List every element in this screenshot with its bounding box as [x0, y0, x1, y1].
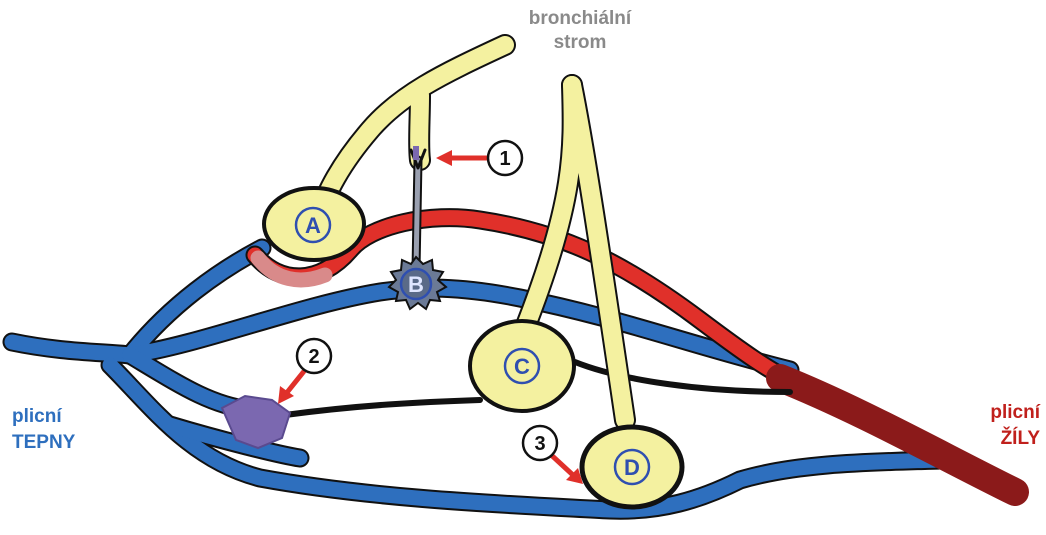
veins-label-line1: plicní: [990, 402, 1040, 423]
alveolus-d: D: [582, 427, 682, 507]
arteries-label-line2: TEPNY: [12, 432, 76, 453]
alveolus-a-label: A: [305, 213, 321, 238]
marker-3-label: 3: [534, 433, 545, 455]
marker-2-label: 2: [308, 346, 319, 368]
marker-1: 1: [436, 141, 522, 175]
alveolus-c: C: [470, 321, 574, 411]
alveolus-a: A: [264, 188, 364, 260]
alveolus-d-label: D: [624, 455, 640, 480]
alveolus-b: B: [389, 257, 446, 309]
bronchial-label-line1: bronchiální: [529, 8, 632, 29]
marker-1-label: 1: [499, 148, 510, 170]
alveolus-b-label: B: [408, 272, 424, 297]
arteries-label-line1: plicní: [12, 406, 62, 427]
alveolus-c-label: C: [514, 354, 530, 379]
bronchial-label-line2: strom: [554, 32, 607, 53]
bronchial-tree-label: bronchiální strom: [529, 8, 632, 53]
marker-2: 2: [278, 339, 331, 404]
veins-label-line2: ŽÍLY: [1001, 427, 1041, 449]
marker-3: 3: [523, 426, 583, 484]
arteries-label: plicní TEPNY: [12, 406, 76, 453]
veins-label: plicní ŽÍLY: [990, 402, 1040, 449]
